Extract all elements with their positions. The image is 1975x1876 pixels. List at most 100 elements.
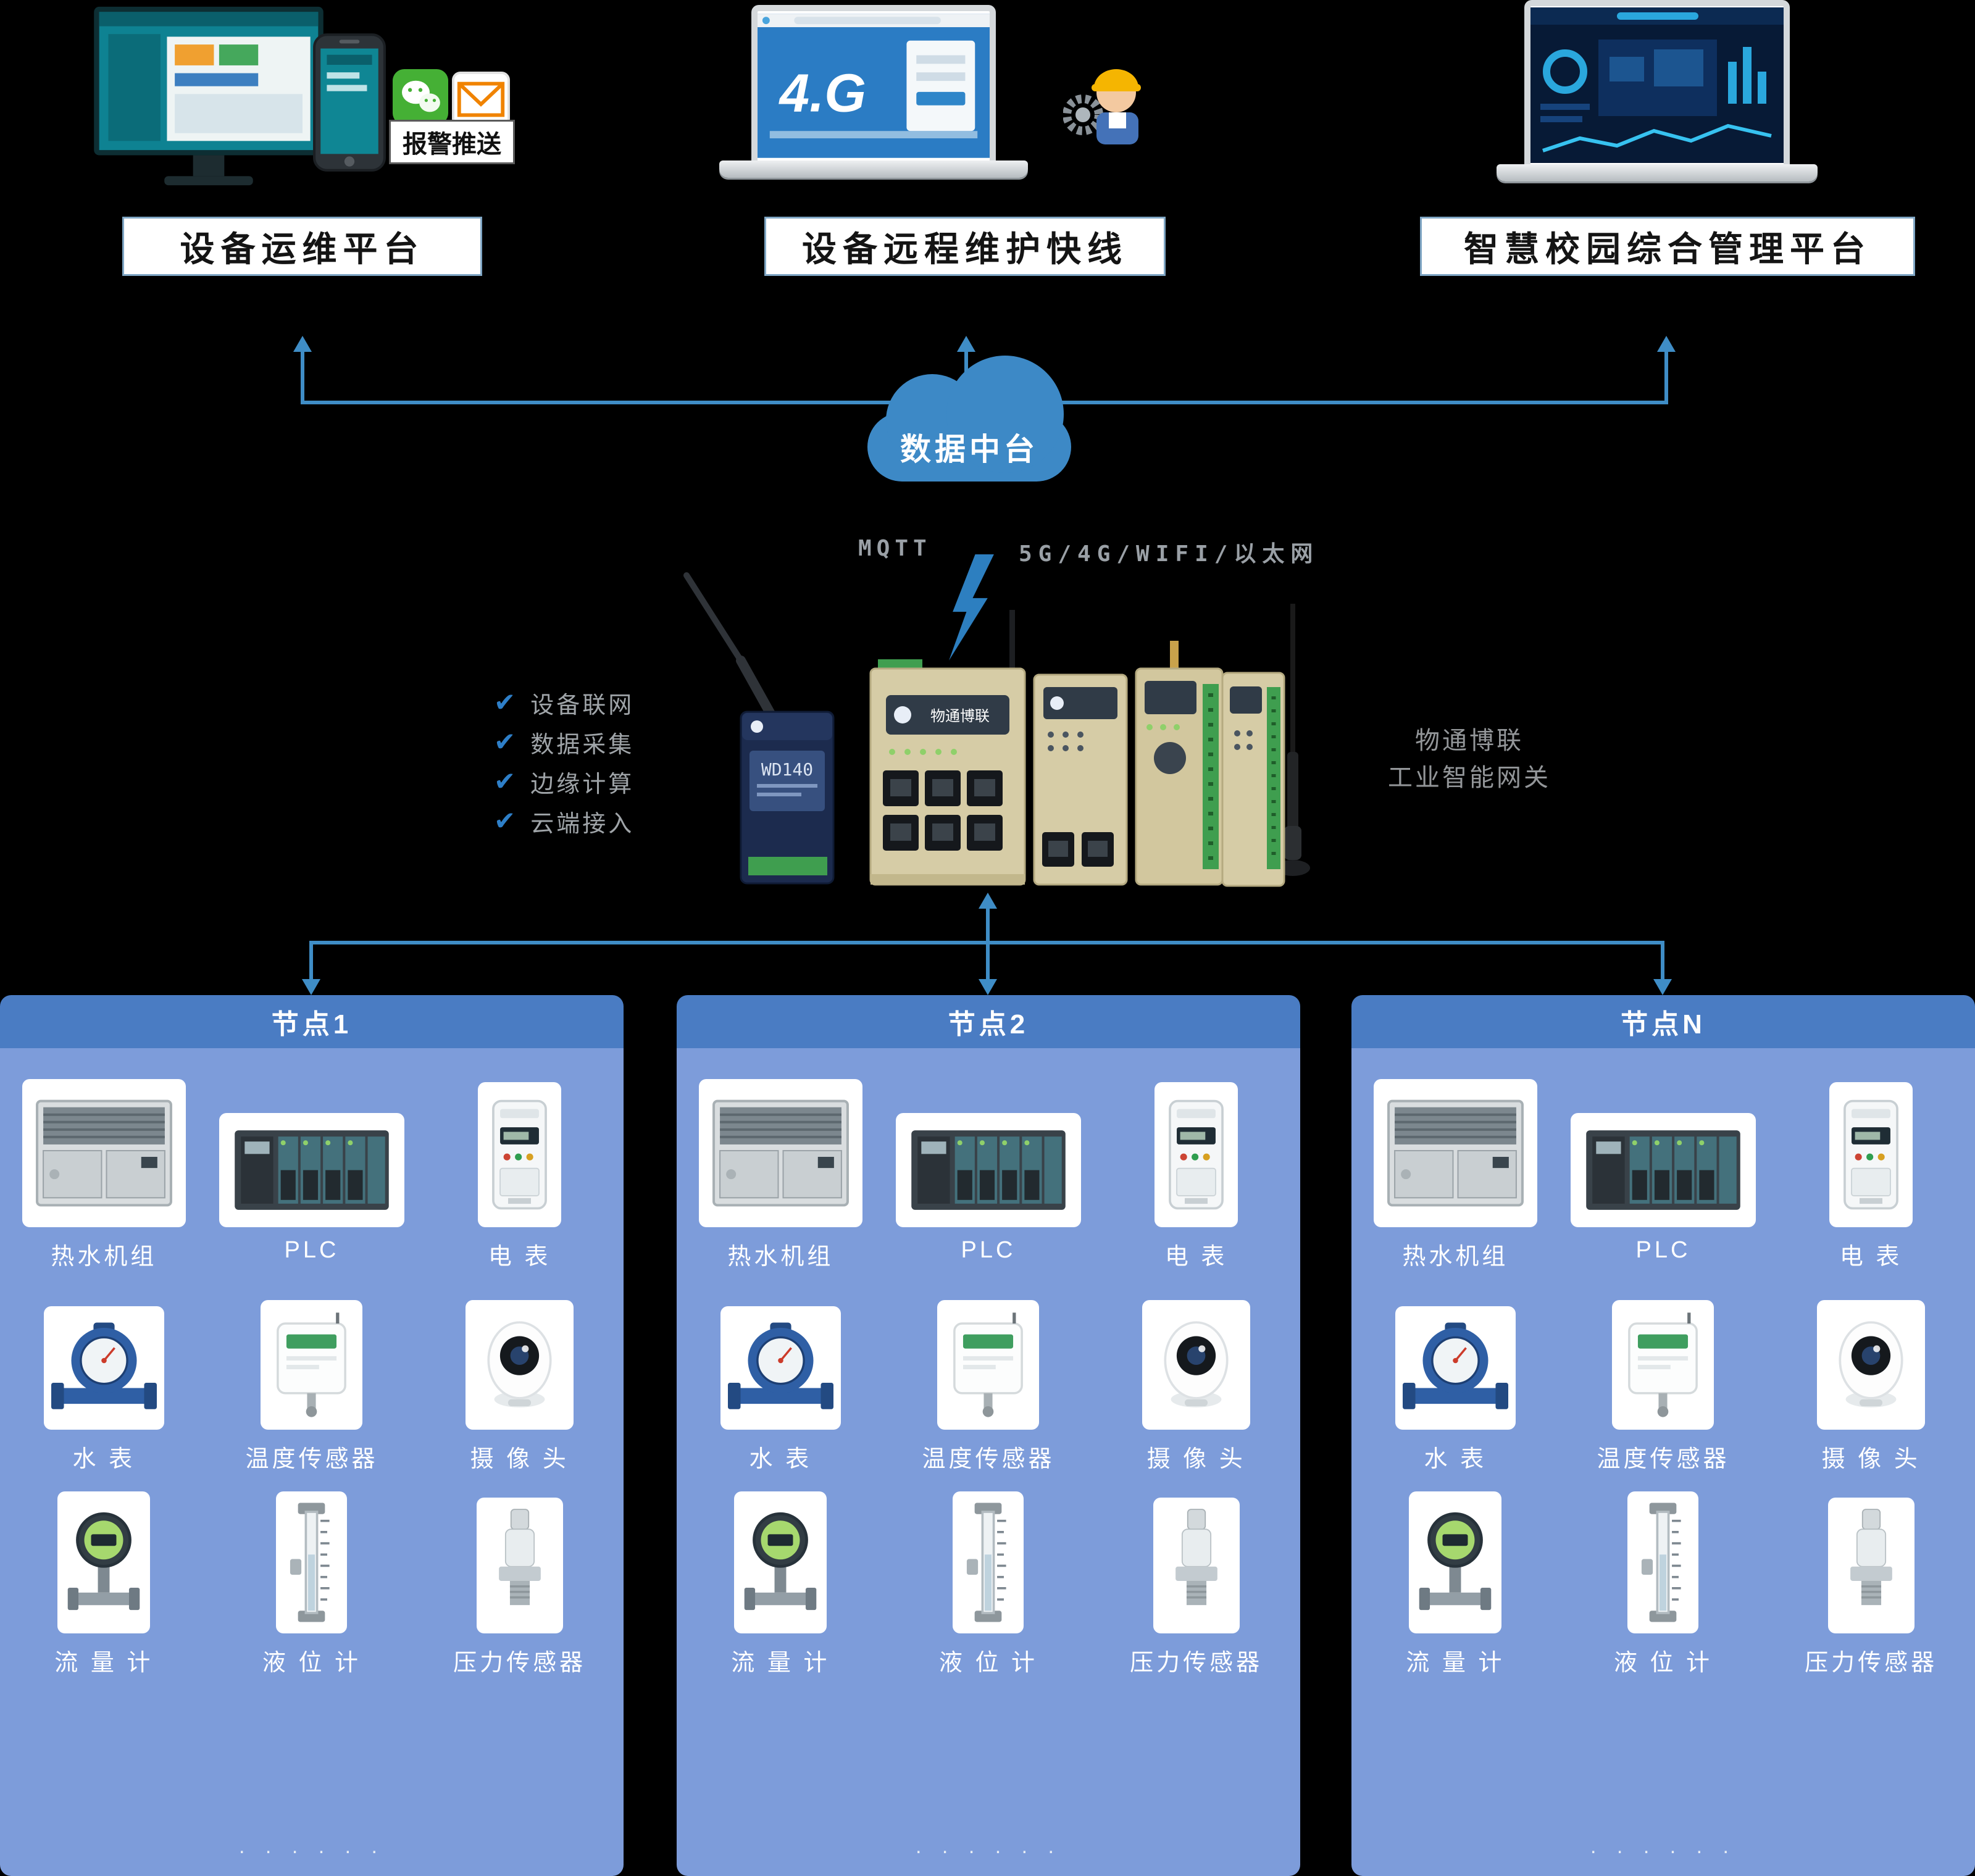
device-label: 液 位 计 — [938, 1650, 1038, 1676]
device-label: 液 位 计 — [1613, 1650, 1713, 1676]
device-label: 温度传感器 — [922, 1446, 1055, 1472]
device-electric-meter — [1767, 1054, 1975, 1227]
more-devices-ellipsis: . . . . . . — [239, 1835, 385, 1858]
device-temperature-sensor — [885, 1275, 1093, 1430]
arrow-to-node-2 — [979, 979, 997, 995]
check-icon: ✔ — [494, 688, 519, 717]
connector-line — [986, 944, 990, 980]
feature-item: ✔ 云端接入 — [494, 801, 634, 841]
feature-text: 数据采集 — [530, 732, 635, 758]
node-panel-n: 节点N 热水机组 PLC 电 表 水 表 温度传感器 摄 像 头 流 量 计 液… — [1351, 995, 1975, 1876]
device-label: 温度传感器 — [245, 1446, 378, 1472]
arrow-to-platform-2 — [957, 336, 975, 352]
device-label: 热水机组 — [1402, 1244, 1509, 1270]
device-flow-meter — [1351, 1478, 1560, 1633]
device-label: 流 量 计 — [1406, 1650, 1505, 1676]
platform-label-remote: 设备远程维护快线 — [764, 217, 1166, 276]
device-camera — [415, 1275, 624, 1430]
device-hot-water-unit — [0, 1054, 208, 1227]
device-label: PLC — [284, 1237, 340, 1263]
device-pressure-sensor — [1092, 1478, 1300, 1633]
device-level-gauge — [1560, 1478, 1768, 1633]
node-panel-1: 节点1 热水机组 PLC 电 表 水 表 温度传感器 摄 像 头 流 量 计 液… — [0, 995, 624, 1876]
device-label: 流 量 计 — [731, 1650, 830, 1676]
device-label: 压力传感器 — [1805, 1650, 1938, 1676]
node-title: 节点N — [1621, 1009, 1706, 1040]
platform-label-ops: 设备运维平台 — [122, 217, 482, 276]
gateway-brand-text: 物通博联 — [930, 708, 990, 725]
arrow-to-node-n — [1653, 979, 1672, 995]
cloud-label: 数据中台 — [900, 432, 1038, 467]
node-panel-header: 节点1 — [0, 995, 624, 1048]
device-label: 流 量 计 — [54, 1650, 154, 1676]
device-label: 热水机组 — [727, 1244, 834, 1270]
device-label: 温度传感器 — [1597, 1446, 1730, 1472]
node-panel-body: 热水机组 PLC 电 表 水 表 温度传感器 摄 像 头 流 量 计 液 位 计… — [1351, 1048, 1975, 1876]
arrow-to-gateway — [979, 893, 997, 909]
lightning-icon — [949, 554, 994, 661]
device-flow-meter — [677, 1478, 885, 1633]
gateway-device-io — [1135, 641, 1224, 886]
feature-text: 云端接入 — [530, 811, 635, 837]
check-icon: ✔ — [494, 806, 519, 835]
device-flow-meter — [0, 1478, 208, 1633]
device-pressure-sensor — [1767, 1478, 1975, 1633]
device-plc — [1560, 1054, 1768, 1227]
node-panel-2: 节点2 热水机组 PLC 电 表 水 表 温度传感器 摄 像 头 流 量 计 液… — [677, 995, 1300, 1876]
connector-line — [301, 349, 304, 402]
laptop-dashboard — [1497, 0, 1818, 181]
alarm-push-label: 报警推送 — [403, 131, 501, 158]
platform-campus-text: 智慧校园综合管理平台 — [1464, 229, 1871, 269]
device-label: 压力传感器 — [453, 1650, 587, 1676]
feature-item: ✔ 数据采集 — [494, 722, 634, 762]
device-plc — [885, 1054, 1093, 1227]
gateway-antenna-left — [683, 572, 775, 719]
device-pressure-sensor — [415, 1478, 624, 1633]
device-label: 压力传感器 — [1130, 1650, 1263, 1676]
device-water-meter — [0, 1275, 208, 1430]
arrow-to-platform-3 — [1657, 336, 1676, 352]
device-electric-meter — [415, 1054, 624, 1227]
node-panel-body: 热水机组 PLC 电 表 水 表 温度传感器 摄 像 头 流 量 计 液 位 计… — [0, 1048, 624, 1876]
device-label: PLC — [1635, 1237, 1691, 1263]
gateway-antenna-stub — [1009, 610, 1015, 672]
device-hot-water-unit — [677, 1054, 885, 1227]
device-plc — [208, 1054, 416, 1227]
feature-item: ✔边缘计算 — [494, 762, 634, 801]
mail-icon — [452, 72, 510, 127]
device-camera — [1767, 1275, 1975, 1430]
device-temperature-sensor — [208, 1275, 416, 1430]
gateway-device-serial — [1033, 673, 1128, 886]
protocol-network: 5G/4G/WIFI/以太网 — [1019, 541, 1319, 567]
smartphone — [313, 33, 386, 172]
connector-line — [986, 906, 990, 943]
laptop-base — [719, 161, 1028, 178]
laptop-base — [1497, 164, 1818, 181]
dashboard-screen — [1530, 7, 1784, 163]
device-level-gauge — [208, 1478, 416, 1633]
check-icon: ✔ — [494, 767, 519, 796]
feature-text: 设备联网 — [530, 692, 635, 719]
laptop-remote-maintenance: 4.G — [719, 5, 1028, 178]
gateway-device-wd140: WD140 — [740, 711, 835, 885]
platform-ops-text: 设备运维平台 — [180, 229, 425, 269]
node-title: 节点1 — [271, 1009, 353, 1040]
check-icon: ✔ — [494, 727, 519, 756]
device-camera — [1092, 1275, 1300, 1430]
industrial-gateway-cluster: WD140 物通博联 — [683, 572, 1310, 887]
gateway-label: 物通博联 工业智能网关 — [1346, 722, 1593, 796]
device-label: 水 表 — [72, 1446, 136, 1472]
node-panel-header: 节点2 — [677, 995, 1300, 1048]
arrow-to-platform-1 — [293, 336, 312, 352]
node-title: 节点2 — [948, 1009, 1029, 1040]
more-devices-ellipsis: . . . . . . — [1590, 1835, 1736, 1858]
device-water-meter — [677, 1275, 885, 1430]
platform-remote-text: 设备远程维护快线 — [802, 229, 1128, 269]
marketing-text: 4.G — [779, 64, 866, 123]
device-temperature-sensor — [1560, 1275, 1768, 1430]
device-label: 摄 像 头 — [1821, 1446, 1921, 1472]
device-label: 电 表 — [1164, 1244, 1228, 1270]
device-water-meter — [1351, 1275, 1560, 1430]
gateway-device-io2 — [1221, 672, 1285, 887]
